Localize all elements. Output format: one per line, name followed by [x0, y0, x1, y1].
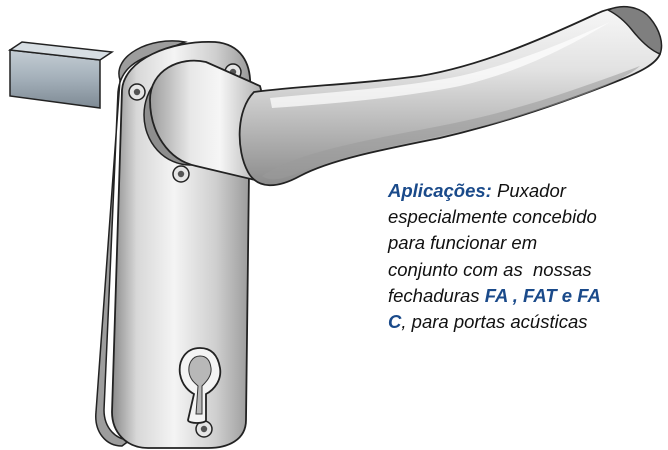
caption-line-2: especialmente concebido	[388, 204, 668, 230]
caption-text: conjunto com as nossas	[388, 258, 592, 280]
caption-text: , para portas acústicas	[401, 311, 588, 333]
caption-line-4: conjunto com as nossas	[388, 257, 668, 283]
caption-heading: Aplicações:	[388, 180, 492, 201]
caption-line-5: fechaduras FA , FAT e FA	[388, 283, 668, 309]
caption-product-codes: FA , FAT e FA	[484, 284, 601, 306]
caption-text: para funcionar em	[388, 232, 538, 254]
applications-caption: Aplicações: Puxador especialmente conceb…	[388, 178, 668, 335]
caption-text: Puxador	[491, 180, 566, 201]
screw-middle	[172, 165, 190, 183]
handle-neck	[143, 59, 268, 182]
caption-line-1: Aplicações: Puxador	[388, 178, 668, 204]
caption-text: fechaduras	[388, 284, 485, 306]
lever	[238, 7, 662, 187]
screw-top-left	[128, 83, 146, 101]
backplate-edge	[95, 40, 188, 447]
caption-line-6: C, para portas acústicas	[388, 309, 668, 335]
caption-line-3: para funcionar em	[388, 230, 668, 256]
spindle	[7, 41, 115, 109]
caption-product-codes: C	[388, 311, 402, 333]
caption-text: especialmente concebido	[388, 206, 597, 228]
